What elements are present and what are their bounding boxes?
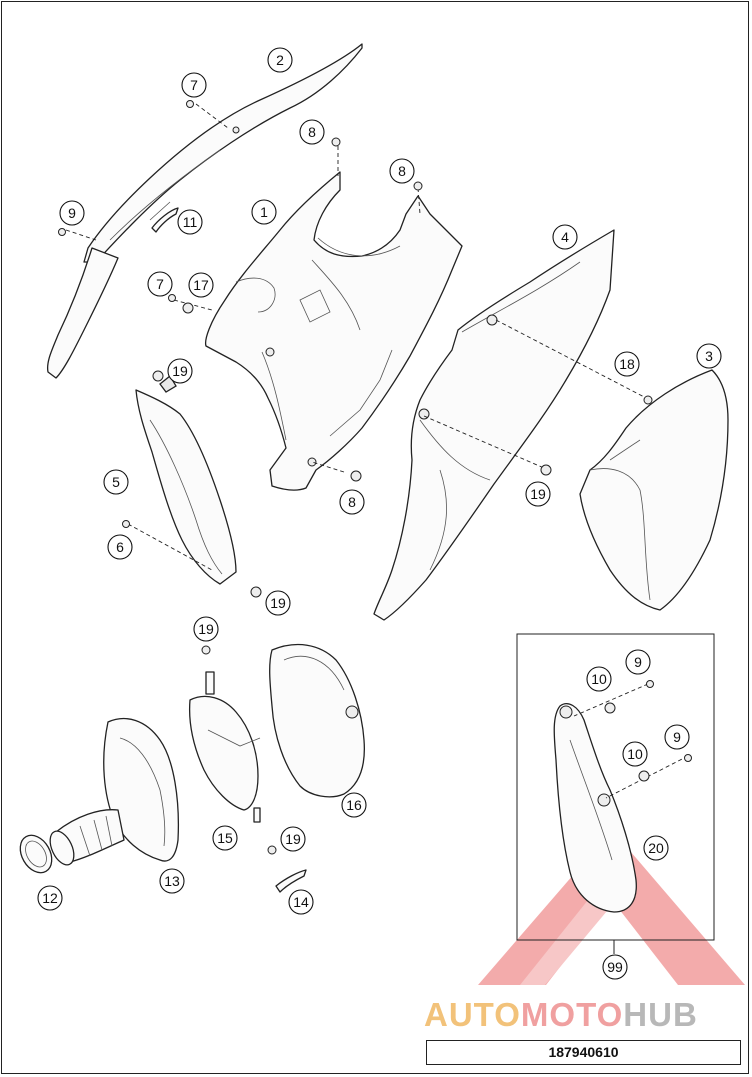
callout-5-label: 5 [112,474,120,490]
callout-3-label: 3 [705,348,713,364]
callout-4-label: 4 [561,229,569,245]
callout-9: 9 [664,724,690,750]
callout-13-label: 13 [164,873,180,889]
watermark-brand-text: AUTOMOTOHUB [424,995,744,1035]
callout-15: 15 [212,825,238,851]
callout-18: 18 [614,351,640,377]
kit-99-frame [516,633,715,954]
callout-10-label: 10 [591,671,607,687]
callout-4: 4 [552,224,578,250]
callout-10-label: 10 [627,746,643,762]
callout-9-label: 9 [634,654,642,670]
callout-6-label: 6 [116,539,124,555]
brand-word-moto: MOTO [520,996,624,1033]
callout-13: 13 [159,868,185,894]
callout-16-label: 16 [346,797,362,813]
callout-7-label: 7 [156,276,164,292]
part-1-airbox [204,171,463,491]
callout-7: 7 [181,72,207,98]
callout-2-label: 2 [276,52,284,68]
callout-11-label: 11 [183,214,198,230]
part-2-trim-strip [46,43,363,379]
callout-9-label: 9 [673,729,681,745]
callout-8-label: 8 [398,163,406,179]
callout-19: 19 [167,358,193,384]
callout-2: 2 [267,47,293,73]
part-4-side-panel [373,229,615,621]
callout-16: 16 [341,792,367,818]
callout-7: 7 [147,271,173,297]
callout-19: 19 [525,481,551,507]
callout-9-label: 9 [68,205,76,221]
callout-15-label: 15 [217,830,233,846]
callout-17-label: 17 [193,277,209,293]
callout-6: 6 [107,534,133,560]
callout-8: 8 [299,119,325,145]
fasteners [58,100,692,855]
part-5-filter-frame [135,375,237,585]
callout-8: 8 [339,489,365,515]
callout-20: 20 [643,835,669,861]
callout-1-label: 1 [260,204,268,220]
callout-19: 19 [193,616,219,642]
leader-lines [65,103,689,799]
brand-word-hub: HUB [623,996,698,1033]
callout-8: 8 [389,158,415,184]
part-16-cover [269,643,366,798]
callout-1: 1 [251,199,277,225]
callout-9: 9 [625,649,651,675]
callout-9: 9 [59,200,85,226]
brand-word-auto: AUTO [424,996,521,1033]
callout-11: 11 [177,209,203,235]
callout-10: 10 [586,666,612,692]
callout-19-label: 19 [285,831,301,847]
callout-20-label: 20 [648,840,664,856]
callout-19-label: 19 [198,621,214,637]
callout-14: 14 [288,889,314,915]
callout-8-label: 8 [308,124,316,140]
callout-19-label: 19 [270,595,286,611]
callout-19-label: 19 [172,363,188,379]
part-20-rear-bracket [553,703,637,913]
callout-10: 10 [622,741,648,767]
callout-19: 19 [280,826,306,852]
part-12-hose-clamp [19,834,53,874]
callout-17: 17 [188,272,214,298]
document-number: 187940610 [426,1040,741,1065]
callout-19: 19 [265,590,291,616]
part-14-bracket [275,869,307,893]
callout-18-label: 18 [619,356,635,372]
intake-bellows [49,809,125,866]
callout-14-label: 14 [293,894,309,910]
part-15-filter-cage [188,671,261,823]
callout-7-label: 7 [190,77,198,93]
part-11-clip [151,207,179,233]
callout-99: 99 [602,954,628,980]
part-3-side-cover [579,369,729,611]
part-13-intake-housing [103,718,179,862]
callout-5: 5 [103,469,129,495]
callout-8-label: 8 [348,494,356,510]
callout-19-label: 19 [530,486,546,502]
callout-12-label: 12 [42,890,58,906]
callout-12: 12 [37,885,63,911]
callout-99-label: 99 [607,959,623,975]
callout-3: 3 [696,343,722,369]
